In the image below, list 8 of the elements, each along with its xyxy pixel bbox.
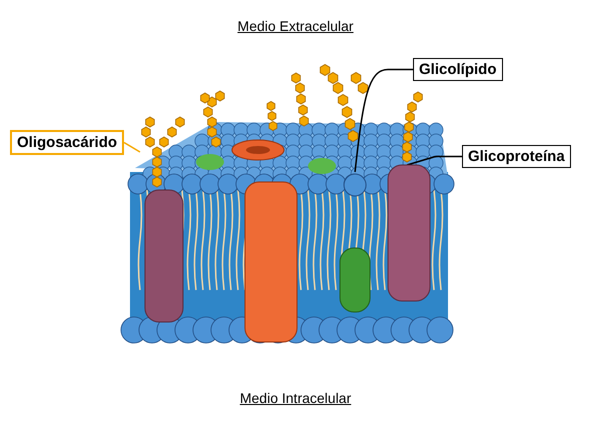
leader-line xyxy=(124,142,140,153)
label-box: Glicolípido xyxy=(413,58,502,81)
region-label: Medio Extracelular xyxy=(236,18,354,34)
label-box: Oligosacárido xyxy=(10,130,124,155)
label-box: Glicoproteína xyxy=(462,145,571,168)
region-label: Medio Intracelular xyxy=(238,390,352,406)
leader-line xyxy=(406,156,462,166)
leader-line xyxy=(354,68,413,172)
